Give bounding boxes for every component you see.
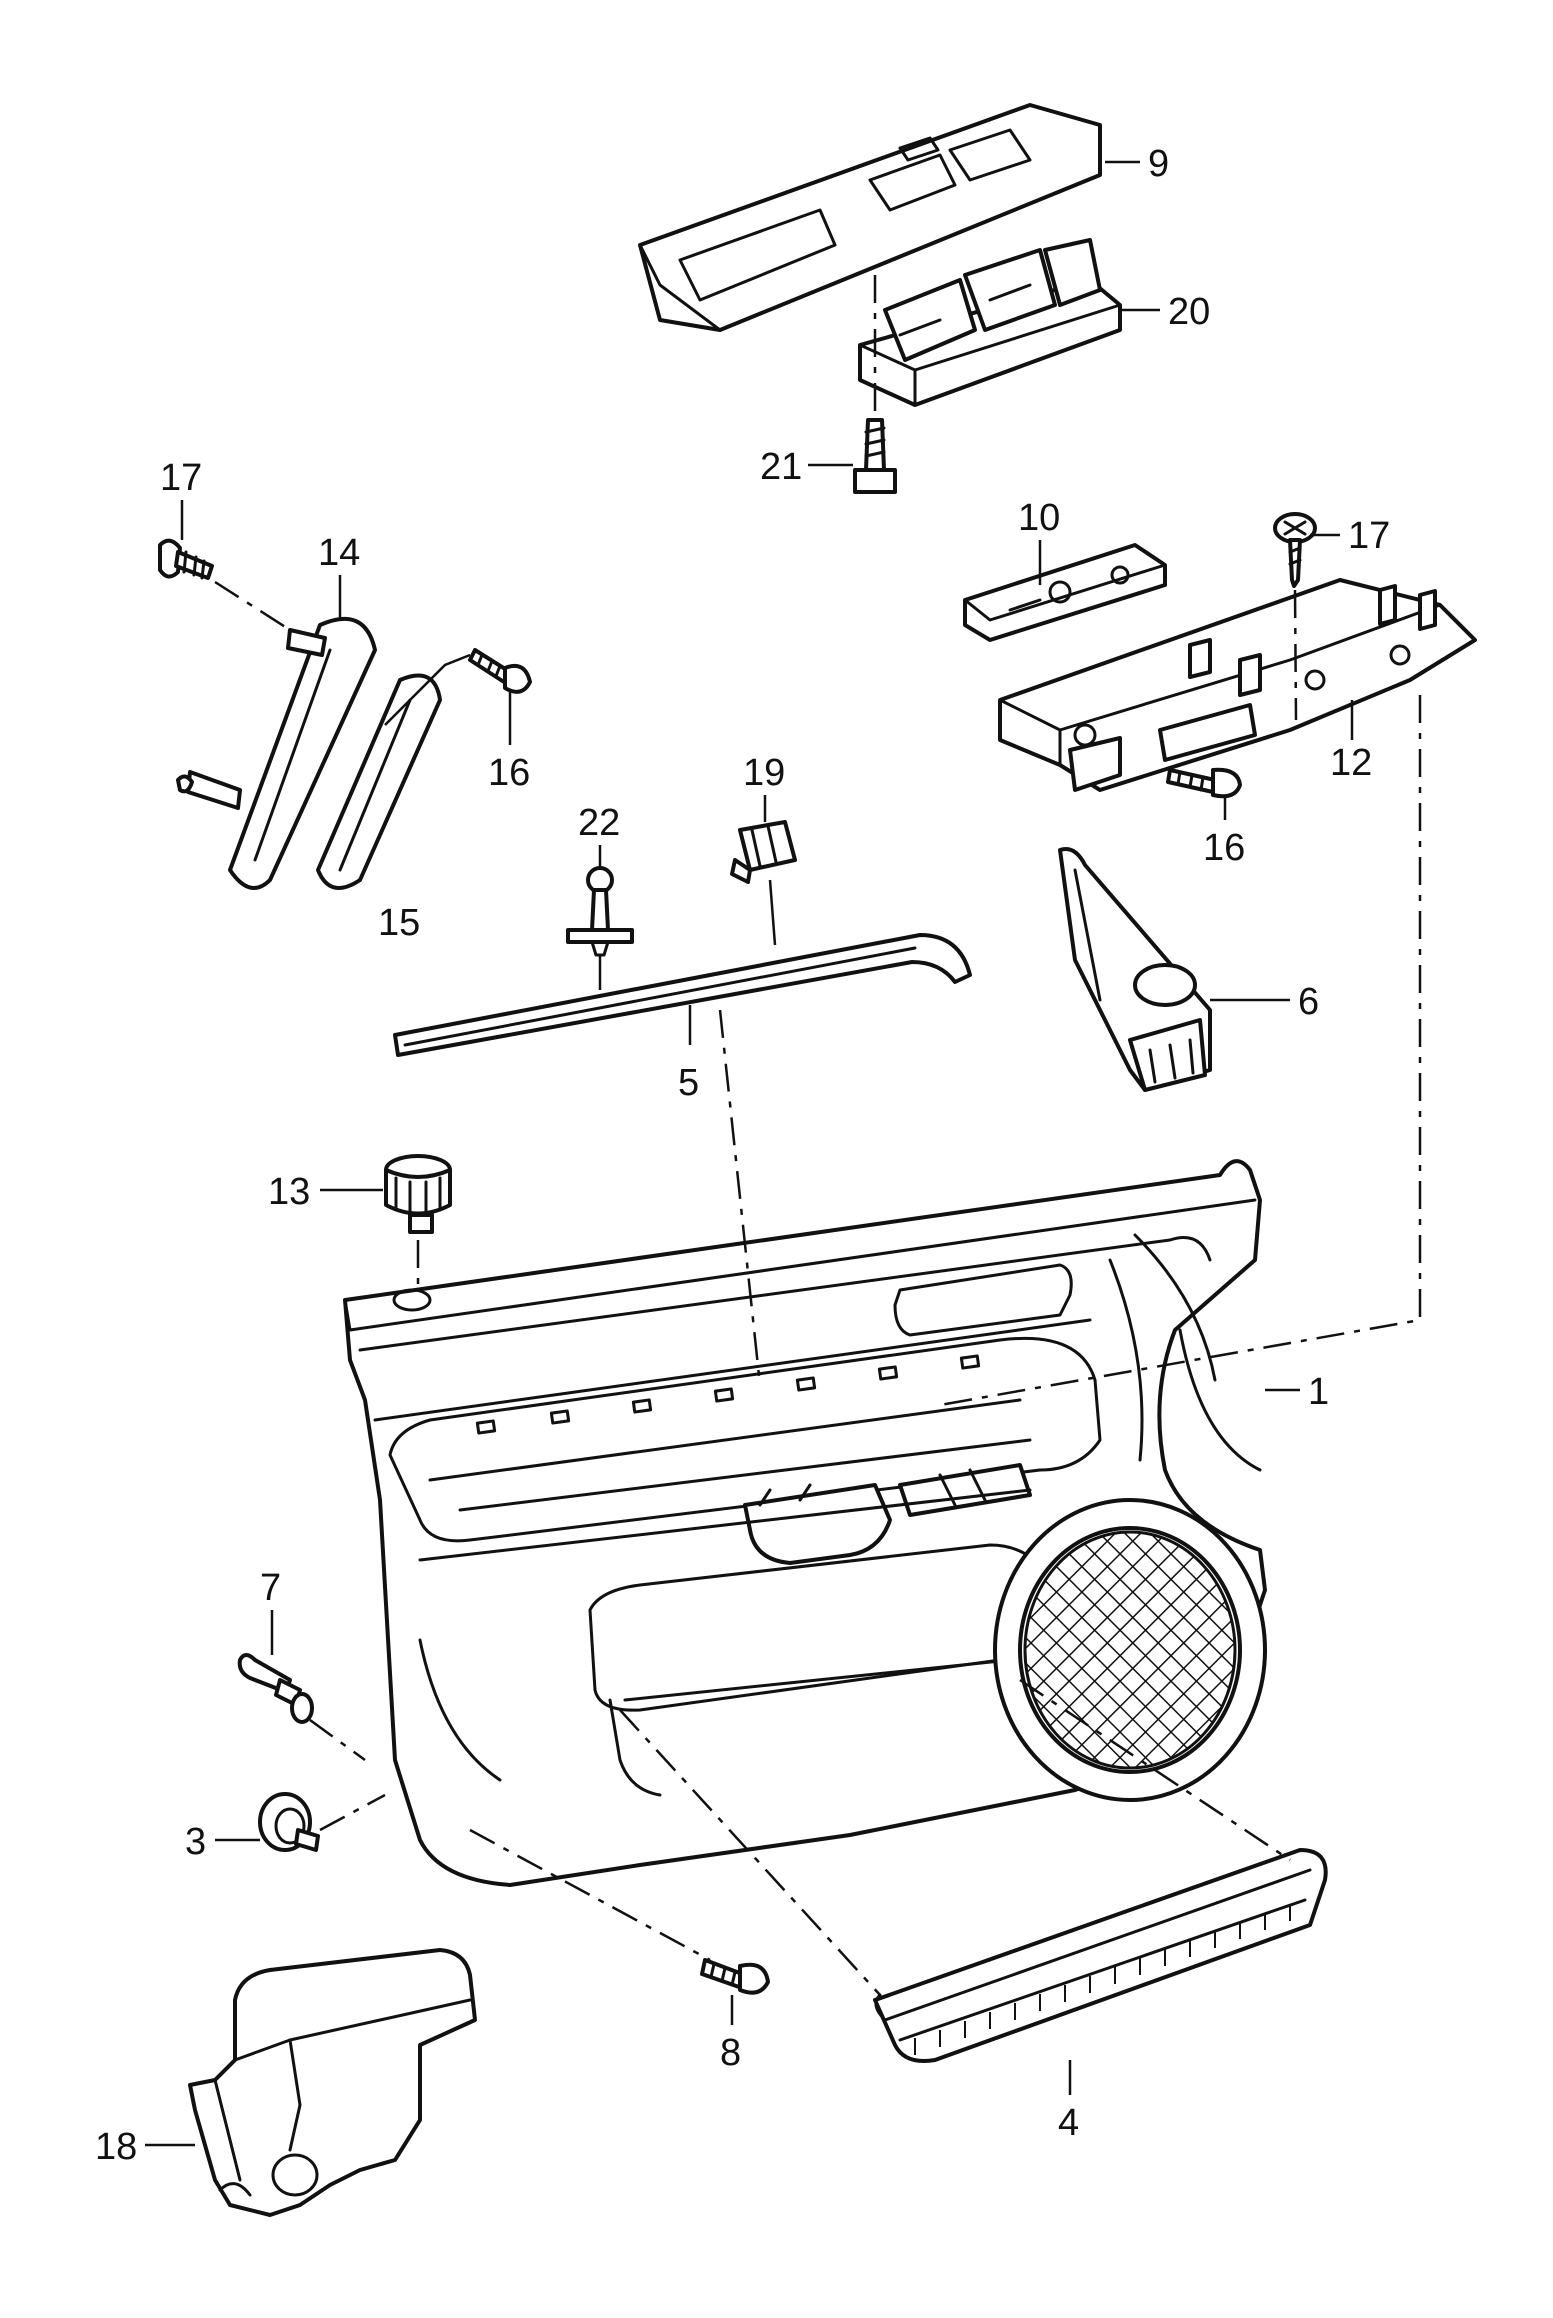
leader-lines [145,160,1354,2147]
clip-7-part [237,1653,314,1724]
cap-13-part [384,1154,452,1234]
assembly-lines [214,275,1422,1996]
screw-21-part [853,418,897,494]
callout-10: 10 [1018,497,1060,539]
switch-carrier-part [998,578,1477,792]
callout-3: 3 [185,1821,206,1863]
door-pocket-part [873,1848,1328,2063]
grab-handle-part [176,616,377,890]
callout-8: 8 [720,2032,741,2074]
callout-4: 4 [1058,2102,1079,2144]
callout-9: 9 [1148,143,1169,185]
callout-labels: 9 20 21 17 14 16 15 10 17 12 16 22 19 5 … [95,143,1390,2168]
screw-16-right-part [1166,767,1242,799]
callout-5: 5 [678,1062,699,1104]
callout-22: 22 [578,802,620,844]
callout-21: 21 [760,446,802,488]
callout-14: 14 [318,532,360,574]
screw-16-left-part [468,648,532,694]
switch-bezel-part [638,103,1102,332]
screw-17-right-part [1273,512,1317,588]
callout-1: 1 [1308,1371,1329,1413]
callout-20: 20 [1168,291,1210,333]
callout-13: 13 [268,1171,310,1213]
armrest-18-part [188,1948,477,2217]
callout-12: 12 [1330,742,1372,784]
callout-6: 6 [1298,981,1319,1023]
callout-18: 18 [95,2126,137,2168]
grommet-3-part [258,1792,320,1852]
clip-22-part [566,866,634,957]
door-trim-panel-part [343,1159,1267,1887]
clip-19-part [730,820,797,884]
handle-cover-part [316,673,442,890]
callout-16-left: 16 [488,752,530,794]
callout-17-left: 17 [160,457,202,499]
callout-17-right: 17 [1348,515,1390,557]
callout-7: 7 [260,1567,281,1609]
window-strip-part [393,933,972,1057]
mirror-trim-part [1058,847,1212,1092]
bracket-10-part [963,543,1167,642]
callout-19: 19 [743,752,785,794]
screw-8-part [700,1958,770,1995]
window-switch-part [858,238,1122,407]
callout-16-right: 16 [1203,827,1245,869]
screw-17-left-part [158,538,214,580]
callout-15: 15 [378,902,420,944]
